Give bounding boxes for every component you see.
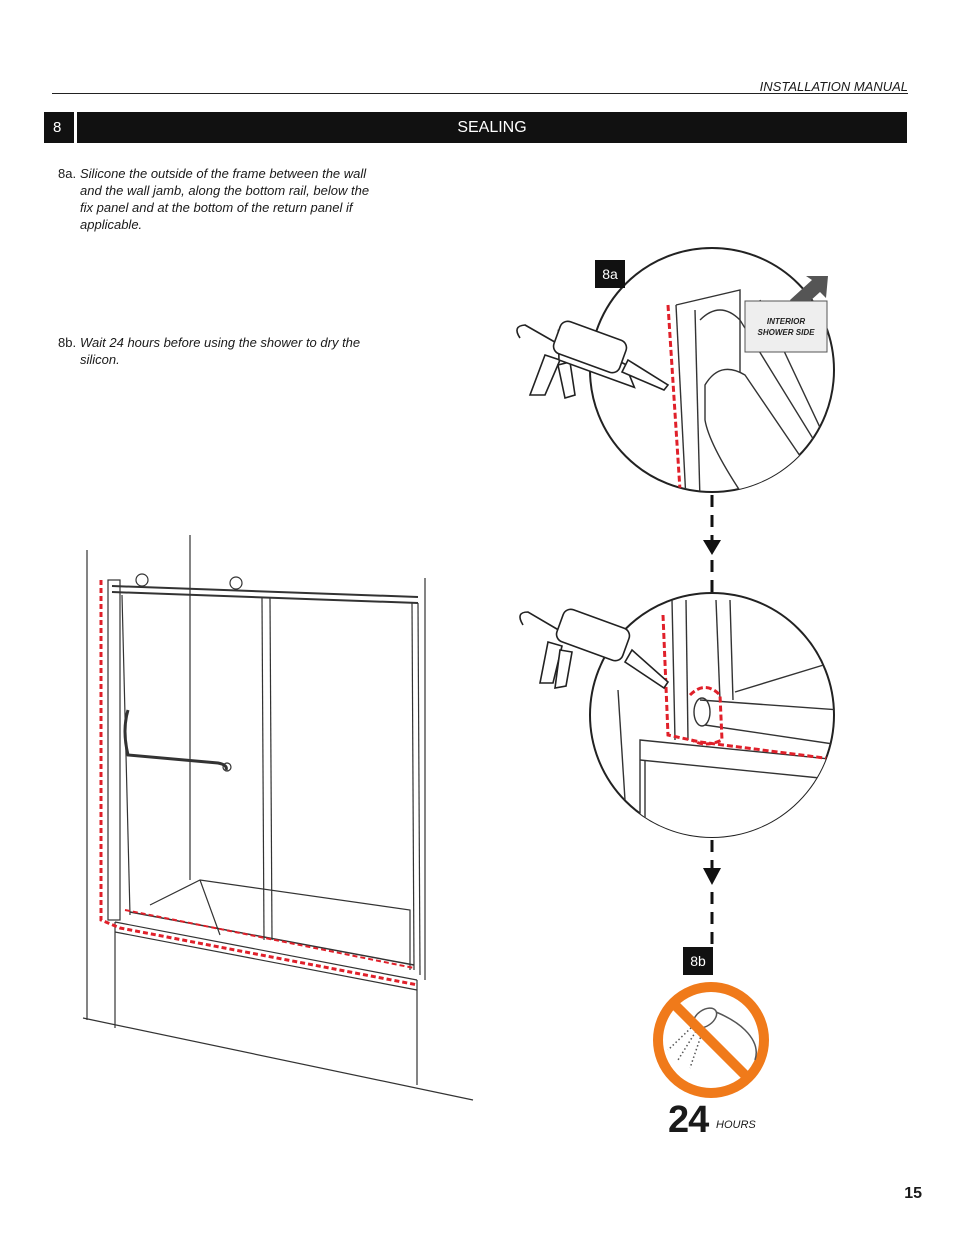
section-title: SEALING <box>77 112 907 143</box>
page-number: 15 <box>904 1185 922 1202</box>
no-shower-icon <box>653 982 769 1098</box>
shower-door-illustration <box>82 535 474 1101</box>
wait-unit: HOURS <box>716 1119 756 1131</box>
caulk-gun-icon <box>519 608 670 690</box>
interior-label: INTERIOR <box>767 317 805 326</box>
instruction-text: Silicone the outside of the frame betwee… <box>80 166 370 232</box>
instruction-label: 8a. <box>58 166 77 181</box>
interior-label: SHOWER SIDE <box>758 328 816 337</box>
instruction-text: Wait 24 hours before using the shower to… <box>80 335 361 367</box>
tag-8a: 8a <box>595 260 625 288</box>
header-rule <box>52 93 908 94</box>
section-number: 8 <box>44 112 74 143</box>
caulk-gun-icon <box>516 320 670 400</box>
manual-title: INSTALLATION MANUAL <box>759 79 908 94</box>
connector-arrow <box>703 495 721 950</box>
tag-8b: 8b <box>683 947 713 975</box>
detail-8a: INTERIOR SHOWER SIDE <box>589 247 835 493</box>
instruction-label: 8b. <box>58 335 77 350</box>
wait-number: 24 <box>668 1099 709 1141</box>
